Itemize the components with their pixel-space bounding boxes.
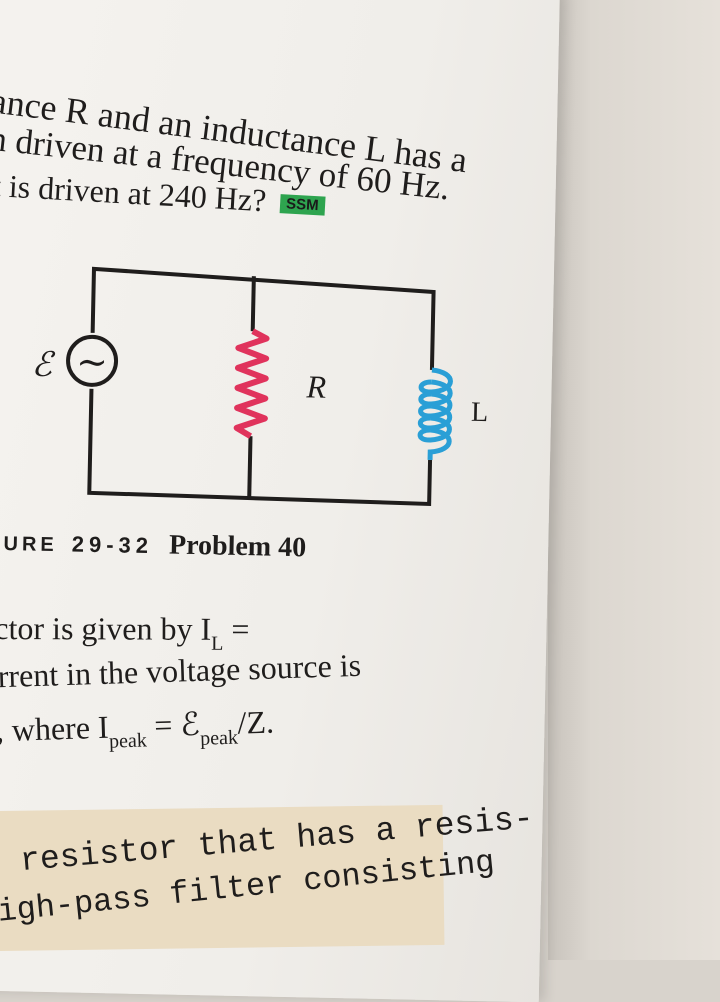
text-line-6: − δ), where Ipeak = ℰpeak/Z. xyxy=(0,703,275,753)
figure-word: FIGURE xyxy=(0,532,58,557)
problem-label: Problem 40 xyxy=(168,529,307,564)
inductor-label: L xyxy=(471,397,489,428)
textbook-page: istance R and an inductance L has a hen … xyxy=(0,0,560,1002)
resistor-top-lead xyxy=(250,276,256,332)
circuit-diagram: ∼ ℰ R L xyxy=(31,266,489,507)
inductor-coil xyxy=(417,367,453,461)
ac-source: ∼ ℰ xyxy=(31,334,119,387)
source-glyph: ∼ xyxy=(76,340,109,385)
resistor-bottom-lead xyxy=(247,436,253,499)
top-wire xyxy=(90,266,436,371)
circuit-wires xyxy=(87,266,436,507)
source-circle xyxy=(66,334,119,387)
resistor-zigzag xyxy=(233,328,270,439)
text-line-4: nductor is given by IL = xyxy=(0,609,250,655)
figure-caption: FIGURE 29-32 Problem 40 xyxy=(0,525,306,564)
emf-label: ℰ xyxy=(31,347,56,384)
resistor-label: R xyxy=(305,368,327,404)
figure-number: 29-32 xyxy=(71,531,154,559)
bottom-wire xyxy=(87,388,433,507)
adjacent-page xyxy=(548,0,720,960)
